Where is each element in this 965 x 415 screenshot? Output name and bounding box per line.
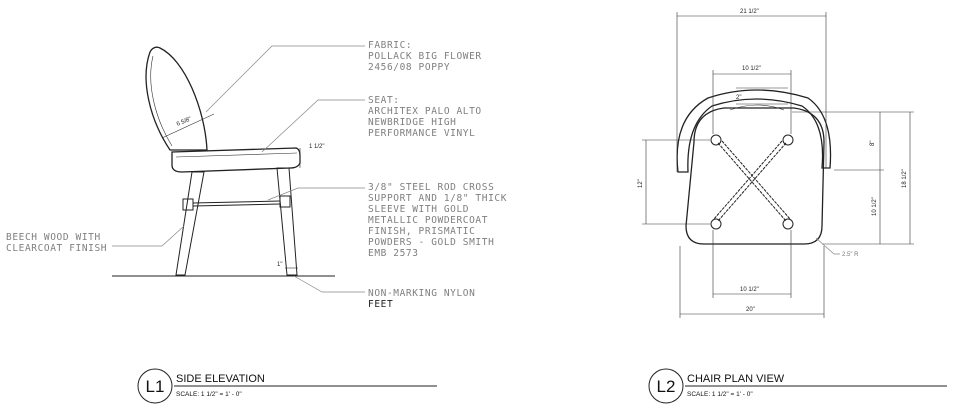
dim-right-18-label: 18 1/2" [902, 169, 908, 188]
plan-cross-rod-2b [713, 140, 783, 220]
plan-leg-back-right [782, 134, 794, 146]
backrest-dimension-line [161, 113, 215, 139]
rod-sleeve-back [182, 198, 194, 211]
backrest-dimension-label: 6 5/8" [176, 116, 193, 127]
rod-sleeve-front [279, 195, 291, 208]
dim-small-label: 2" [736, 95, 741, 101]
plan-leg-front-left [710, 218, 722, 230]
plan-backrest [676, 89, 832, 173]
view-bubble-l2 [648, 368, 684, 404]
backrest-inner-line [150, 55, 173, 147]
foot-dimension-label: 1" [277, 262, 282, 268]
dim-inner-bottom-label: 10 1/2" [740, 287, 759, 293]
view-bubble-l1 [137, 368, 173, 404]
view-id-l2: L2 [657, 377, 676, 396]
plan-cross-rod-2 [717, 142, 787, 222]
dim-bottom-width-label: 20" [746, 307, 755, 313]
chair-backrest [145, 46, 208, 151]
plan-cross-rod-1 [717, 142, 787, 222]
fabric-note: FABRIC: POLLACK BIG FLOWER 2456/08 POPPY [368, 35, 486, 73]
plan-leg-front-right [782, 218, 794, 230]
back-leg [175, 171, 205, 276]
plan-seat-outline [685, 107, 825, 245]
plan-cross-rod-1b [721, 140, 791, 220]
side-elevation: 6 5/8" 1 1/2" 1" FABRIC: POLLACK BIG FLO… [6, 35, 511, 310]
view-scale-l2: SCALE: 1 1/2" = 1' - 0" [687, 391, 753, 398]
chair-seat [171, 147, 301, 173]
seat-top-edge [175, 152, 298, 158]
dim-inner-top-label: 10 1/2" [742, 66, 761, 72]
rod-note: 3/8" STEEL ROD CROSS SUPPORT AND 1/8" TH… [368, 177, 511, 259]
dim-right-10-label: 10 1/2" [872, 197, 878, 216]
dim-top-width-label: 21 1/2" [740, 9, 759, 15]
steel-rod-bottom [192, 203, 281, 207]
view-id-l1: L1 [146, 377, 165, 396]
steel-rod-top [192, 200, 281, 204]
fabric-leader [205, 45, 365, 113]
plan-view: 21 1/2" 10 1/2" 2" 12" 8" 10 1/2" 18 1/2… [638, 9, 914, 318]
seat-dimension-label: 1 1/2" [309, 144, 324, 150]
dim-radius-label: 2.5" R [842, 252, 859, 258]
rod-leader [267, 187, 365, 201]
wood-leader [112, 225, 185, 247]
front-leg [276, 167, 298, 276]
feet-leader [293, 275, 365, 293]
title-block-l1: L1 SIDE ELEVATION SCALE: 1 1/2" = 1' - 0… [137, 368, 437, 404]
plan-leg-back-left [710, 134, 722, 146]
plan-back-inner-curve [729, 104, 785, 111]
dim-left-height-label: 12" [638, 179, 644, 188]
dim-radius-leader [815, 237, 840, 255]
wood-note: BEECH WOOD WITH CLEARCOAT FINISH [6, 227, 107, 254]
view-title-l2: CHAIR PLAN VIEW [687, 373, 785, 385]
view-scale-l1: SCALE: 1 1/2" = 1' - 0" [176, 391, 242, 398]
seat-note: SEAT: ARCHITEX PALO ALTO NEWBRIDGE HIGH … [368, 90, 486, 139]
view-title-l1: SIDE ELEVATION [176, 373, 265, 385]
dim-right-8-label: 8" [870, 141, 876, 146]
feet-note: NON-MARKING NYLON FEET [368, 283, 479, 310]
seat-leader [261, 99, 365, 153]
title-block-l2: L2 CHAIR PLAN VIEW SCALE: 1 1/2" = 1' - … [648, 368, 947, 404]
